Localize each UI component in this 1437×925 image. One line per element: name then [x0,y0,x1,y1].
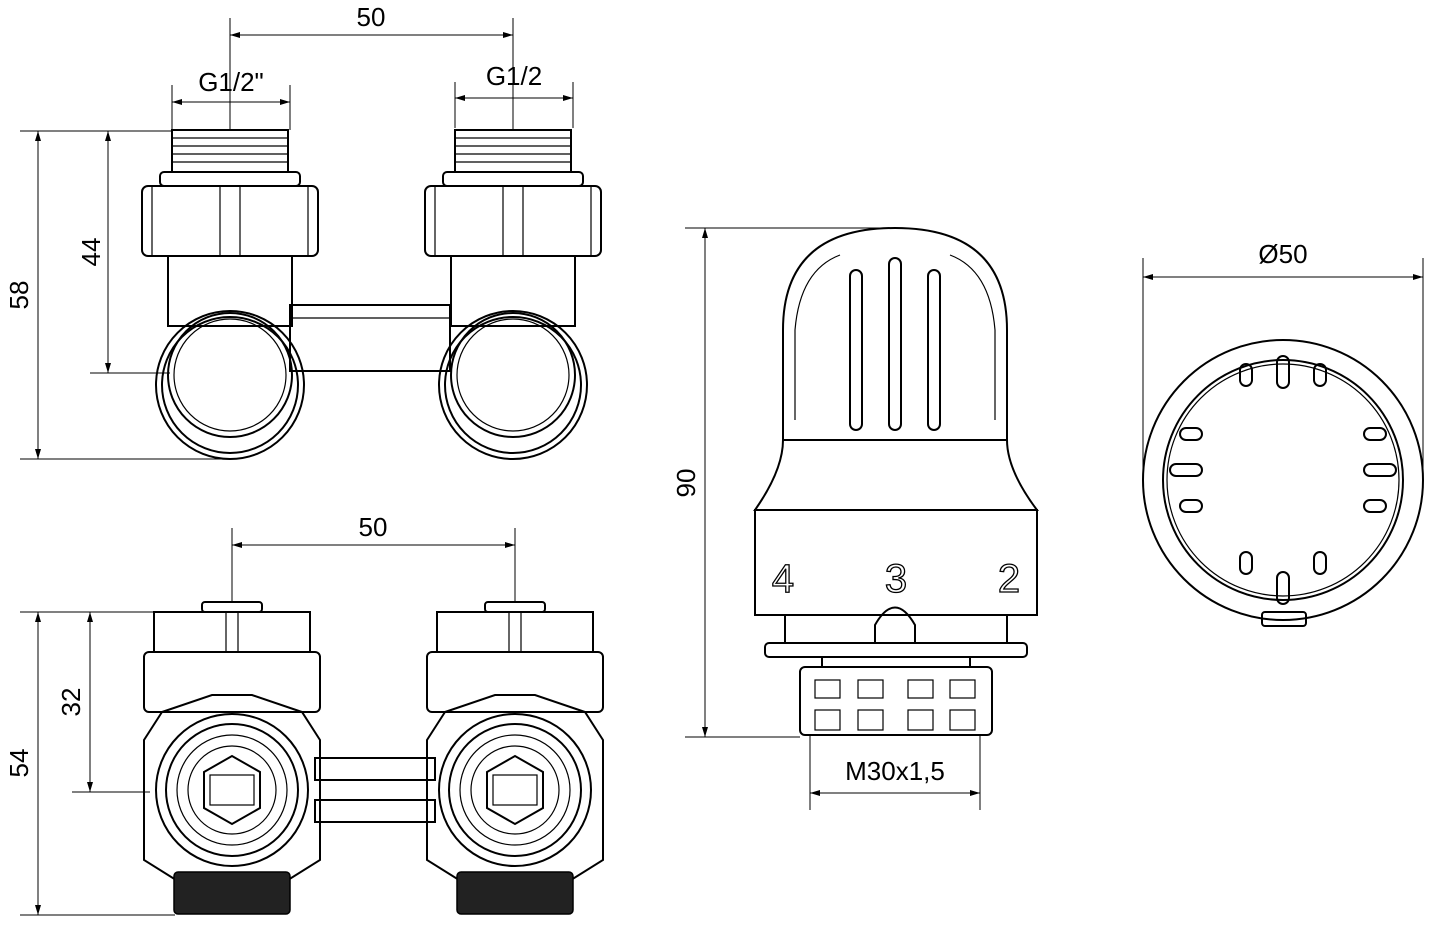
scale-mark-2: 2 [998,557,1020,601]
top-view: 50 G1/2" G1/2 58 44 [4,2,602,460]
thread-left-label: G1/2" [198,67,264,97]
thermostat-head: 4 3 2 90 M30x1,5 [671,226,1039,810]
head-height-label: 90 [671,469,701,498]
front-height-axis-label: 32 [56,688,86,717]
front-view: 50 54 32 [4,512,604,916]
height-axis-label: 44 [76,238,106,267]
scale-mark-4: 4 [772,557,794,601]
top-spacing-label: 50 [357,2,386,32]
thread-right-label: G1/2 [486,61,542,91]
height-total-label: 58 [4,281,34,310]
thread-size-label: M30x1,5 [845,756,945,786]
diameter-label: Ø50 [1258,239,1307,269]
front-spacing-label: 50 [359,512,388,542]
scale-mark-3: 3 [885,557,907,601]
head-top-view: Ø50 [1142,239,1424,627]
front-height-total-label: 54 [4,749,34,778]
